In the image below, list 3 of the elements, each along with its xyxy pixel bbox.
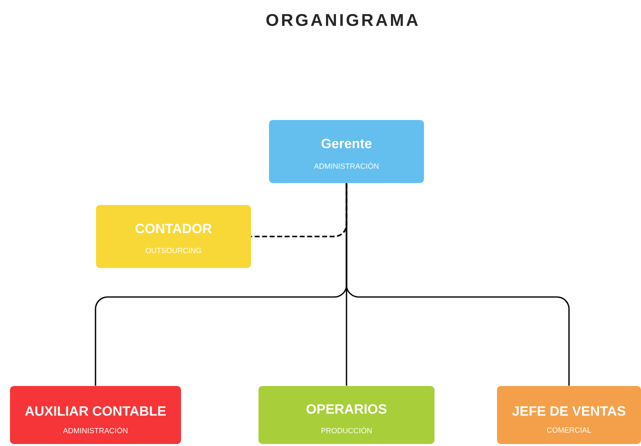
title: ORGANIGRAMA [266, 14, 418, 26]
connector-line [346, 183, 570, 386]
connector-line [251, 183, 348, 238]
